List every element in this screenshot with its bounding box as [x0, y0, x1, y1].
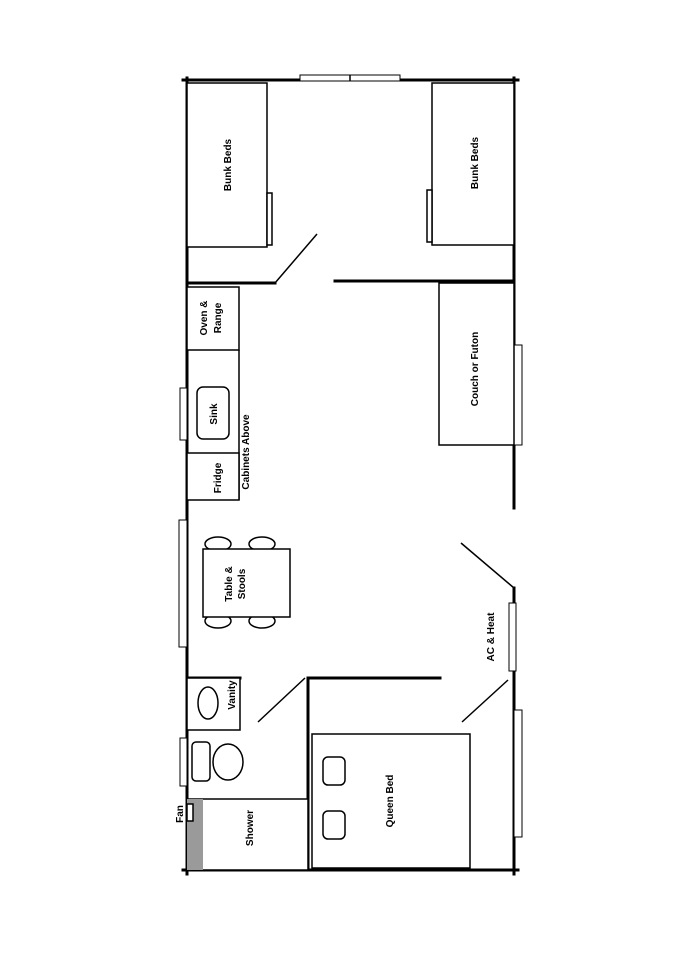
- bunk-bed-right: Bunk Beds: [426, 82, 515, 246]
- ac-heat-label: AC & Heat: [486, 612, 497, 662]
- table: [202, 548, 291, 618]
- table-label-1: Table &: [224, 566, 235, 601]
- left-bunk-door: [274, 233, 318, 284]
- ac-heat: AC & Heat: [460, 542, 515, 662]
- kitchen: Oven & Range Sink Cabinets Above Fridge: [186, 286, 252, 501]
- queen-bed-label: Queen Bed: [385, 775, 396, 828]
- table-label-2: Stools: [237, 568, 248, 599]
- bedroom: Queen Bed: [311, 679, 509, 869]
- fan: [186, 803, 194, 822]
- couch-label: Couch or Futon: [470, 332, 481, 406]
- pillow: [322, 810, 346, 840]
- bath-door: [257, 677, 306, 723]
- sink: [196, 386, 230, 440]
- toilet-tank: [191, 741, 211, 782]
- window-living: [513, 344, 523, 446]
- toilet-bowl: [212, 743, 244, 781]
- window-kitchen: [179, 387, 188, 441]
- shower-label: Shower: [245, 810, 256, 846]
- door-swing: [460, 542, 515, 589]
- fridge: [186, 452, 240, 501]
- pillow: [322, 756, 346, 786]
- fridge-label: Fridge: [213, 462, 224, 493]
- oven-range: [186, 286, 240, 351]
- bunk-bed-left: Bunk Beds: [186, 82, 273, 248]
- vanity-label: Vanity: [227, 680, 238, 710]
- sink-label: Sink: [209, 403, 220, 425]
- fan-label: Fan: [175, 805, 186, 823]
- table-and-stools: Table & Stools: [202, 536, 291, 629]
- bedroom-door: [461, 679, 509, 723]
- window-table: [178, 519, 188, 648]
- window-bath: [179, 737, 188, 787]
- bunk-beds-left-label: Bunk Beds: [223, 138, 234, 191]
- vanity-basin: [197, 686, 219, 720]
- bunk-area-walls: [185, 233, 516, 285]
- bunk-beds-right-label: Bunk Beds: [470, 136, 481, 189]
- cabinets-above-label: Cabinets Above: [241, 414, 252, 490]
- couch: Couch or Futon: [438, 282, 515, 446]
- oven-range-label-1: Oven &: [199, 300, 210, 335]
- windows: [178, 74, 523, 838]
- ac-heat-unit: [508, 602, 517, 672]
- bathroom: Vanity Fan Shower: [175, 676, 442, 872]
- oven-range-label-2: Range: [213, 302, 224, 333]
- window-bedroom: [513, 709, 523, 838]
